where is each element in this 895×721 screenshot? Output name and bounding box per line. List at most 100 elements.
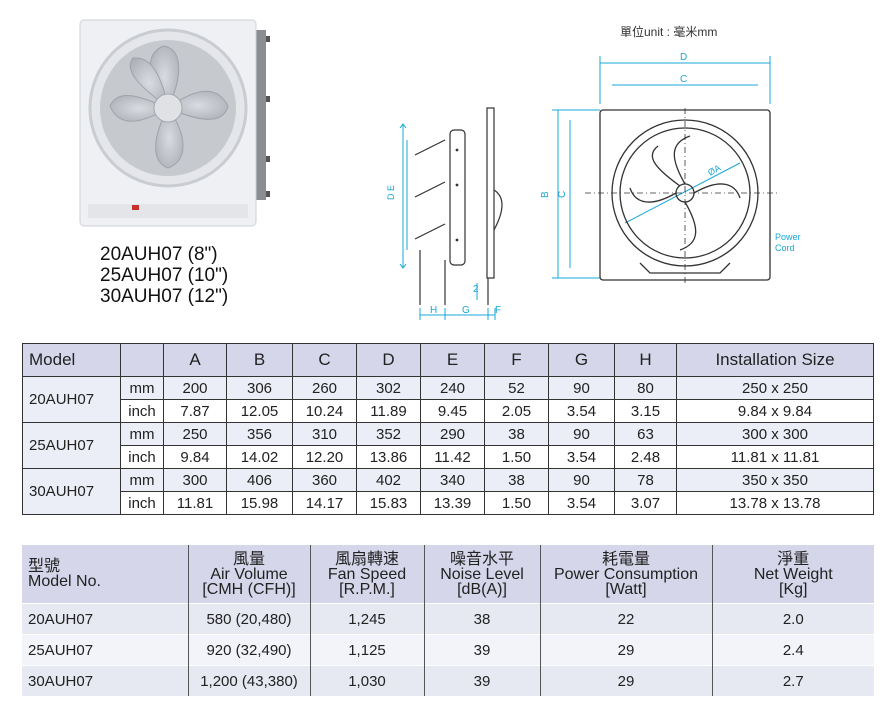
table-cell: 2.4 xyxy=(712,634,874,666)
header-line: 淨重 xyxy=(777,550,810,568)
table-cell: 80 xyxy=(614,376,677,400)
table-cell: 406 xyxy=(226,468,293,492)
table-cell: 9.45 xyxy=(420,399,485,423)
table-cell: 12.20 xyxy=(292,445,357,469)
unit-cell: inch xyxy=(120,491,164,515)
table-cell: 360 xyxy=(292,468,357,492)
table-cell: 3.15 xyxy=(614,399,677,423)
model-line: 20AUH07 (8") xyxy=(100,244,218,265)
table-cell: 2.05 xyxy=(484,399,549,423)
col-header: Installation Size xyxy=(676,343,874,377)
table-cell: 2.0 xyxy=(712,603,874,635)
table-cell: 29 xyxy=(540,665,713,696)
model-cell: 30AUH07 xyxy=(22,665,189,696)
header-line: Net Weight xyxy=(753,565,833,583)
label-2: 2 xyxy=(473,284,479,295)
table-cell: 250 xyxy=(163,422,227,446)
header-line: [CMH (CFH)] xyxy=(202,580,296,598)
table-cell: 1,200 (43,380) xyxy=(188,665,311,696)
front-view-diagram: D C B C ØA Power Cord xyxy=(540,52,801,283)
model-cell: 25AUH07 xyxy=(22,634,189,666)
header-line: 噪音水平 xyxy=(449,550,514,568)
header-line: Power Consumption xyxy=(553,565,699,583)
table-cell: 90 xyxy=(548,422,615,446)
table-cell: 352 xyxy=(356,422,421,446)
table-cell: 13.78 x 13.78 xyxy=(676,491,874,515)
table-cell: 22 xyxy=(540,603,713,635)
table-cell: 39 xyxy=(424,634,541,666)
table-cell: 13.86 xyxy=(356,445,421,469)
table-cell: 350 x 350 xyxy=(676,468,874,492)
table-cell: 9.84 xyxy=(163,445,227,469)
table-cell: 29 xyxy=(540,634,713,666)
model-cell: 25AUH07 xyxy=(22,422,121,469)
model-cell: 30AUH07 xyxy=(22,468,121,515)
table-cell: 920 (32,490) xyxy=(188,634,311,666)
table-cell: 240 xyxy=(420,376,485,400)
side-view-diagram: D E H G F 2 xyxy=(386,107,503,320)
table-cell: 11.42 xyxy=(420,445,485,469)
product-photo xyxy=(79,19,270,227)
dimension-table: Model A B C D E F G H Installation Size … xyxy=(22,343,874,515)
header-line: [Kg] xyxy=(779,580,808,598)
table-cell: 14.02 xyxy=(226,445,293,469)
table-cell: 1,030 xyxy=(310,665,425,696)
col-header: A xyxy=(163,343,227,377)
table-cell: 2.48 xyxy=(614,445,677,469)
col-header: Model xyxy=(22,343,121,377)
table-cell: 1.50 xyxy=(484,445,549,469)
table-cell: 11.81 x 11.81 xyxy=(676,445,874,469)
label-d-e: D E xyxy=(386,185,396,200)
model-cell: 20AUH07 xyxy=(22,376,121,423)
table-cell: 11.89 xyxy=(356,399,421,423)
col-header: H xyxy=(614,343,677,377)
model-cell: 20AUH07 xyxy=(22,603,189,635)
label-cord: Cord xyxy=(775,243,795,253)
table-cell: 250 x 250 xyxy=(676,376,874,400)
table-cell: 38 xyxy=(484,468,549,492)
header-line: 風扇轉速 xyxy=(334,550,399,568)
table-cell: 260 xyxy=(292,376,357,400)
table-cell: 2.7 xyxy=(712,665,874,696)
unit-cell: inch xyxy=(120,445,164,469)
label-c-top: C xyxy=(680,74,687,85)
label-power: Power xyxy=(775,232,801,242)
table-cell: 10.24 xyxy=(292,399,357,423)
table-cell: 7.87 xyxy=(163,399,227,423)
header-line: 型號 xyxy=(28,558,61,575)
label-a: ØA xyxy=(706,163,722,178)
table-cell: 3.07 xyxy=(614,491,677,515)
table-cell: 580 (20,480) xyxy=(188,603,311,635)
table-cell: 340 xyxy=(420,468,485,492)
label-b: B xyxy=(540,191,551,198)
table-cell: 14.17 xyxy=(292,491,357,515)
table-cell: 402 xyxy=(356,468,421,492)
col-header xyxy=(120,343,164,377)
header-line: [R.P.M.] xyxy=(339,580,395,598)
table-cell: 9.84 x 9.84 xyxy=(676,399,874,423)
table-cell: 300 x 300 xyxy=(676,422,874,446)
table-cell: 63 xyxy=(614,422,677,446)
table-cell: 11.81 xyxy=(163,491,227,515)
header-line: Model No. xyxy=(28,573,101,590)
col-header: D xyxy=(356,343,421,377)
table-cell: 1,245 xyxy=(310,603,425,635)
label-d: D xyxy=(680,52,687,63)
table-cell: 39 xyxy=(424,665,541,696)
label-g: G xyxy=(462,305,470,316)
label-c-side: C xyxy=(557,191,568,198)
unit-cell: inch xyxy=(120,399,164,423)
header-line: 耗電量 xyxy=(601,550,650,568)
unit-label: 單位unit : 毫米mm xyxy=(620,25,718,39)
